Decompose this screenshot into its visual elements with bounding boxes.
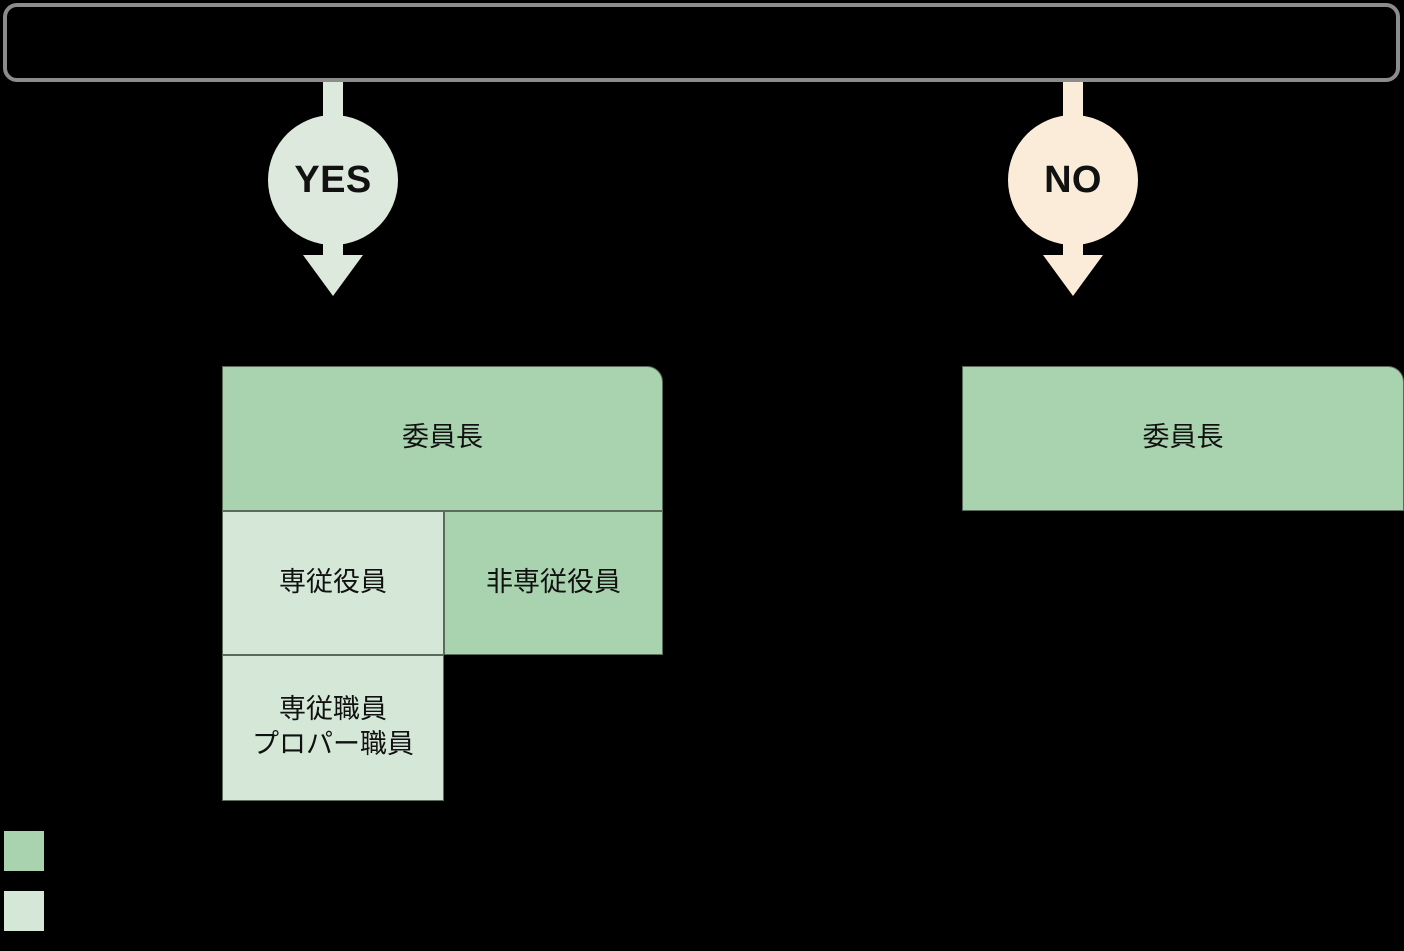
cell-label: 委員長 — [402, 422, 483, 454]
cell-chairperson-no: 委員長 — [962, 366, 1404, 511]
cell-label: 非専従役員 — [486, 566, 621, 598]
cell-fulltime-officer: 専従役員 — [222, 511, 444, 655]
arrow-down-icon-no — [1043, 255, 1103, 296]
legend-item — [4, 831, 60, 871]
legend — [4, 831, 60, 951]
arrow-down-icon-yes — [303, 255, 363, 296]
branch-connector-no: NO — [943, 82, 1203, 298]
result-group-no: 委員長 — [962, 366, 1404, 511]
legend-item — [4, 891, 60, 931]
decision-question-box — [3, 3, 1400, 82]
cell-label: 専従職員プロパー職員 — [252, 694, 414, 760]
branch-connector-yes: YES — [203, 82, 463, 298]
cell-nonfulltime-officer: 非専従役員 — [444, 511, 663, 655]
branch-label-no: NO — [1044, 158, 1102, 201]
arrow-shaft-yes — [323, 232, 343, 262]
arrow-shaft-no — [1063, 232, 1083, 262]
cell-fulltime-staff: 専従職員プロパー職員 — [222, 655, 444, 801]
result-group-yes: 委員長 専従役員 非専従役員 専従職員プロパー職員 — [222, 366, 663, 801]
branch-label-bubble-yes: YES — [268, 115, 398, 245]
legend-swatch-dark-icon — [4, 831, 44, 871]
cell-label: 委員長 — [1142, 422, 1224, 454]
branch-label-yes: YES — [294, 158, 372, 201]
cell-chairperson-yes: 委員長 — [222, 366, 663, 511]
branch-label-bubble-no: NO — [1008, 115, 1138, 245]
legend-swatch-light-icon — [4, 891, 44, 931]
cell-label: 専従役員 — [279, 566, 387, 598]
